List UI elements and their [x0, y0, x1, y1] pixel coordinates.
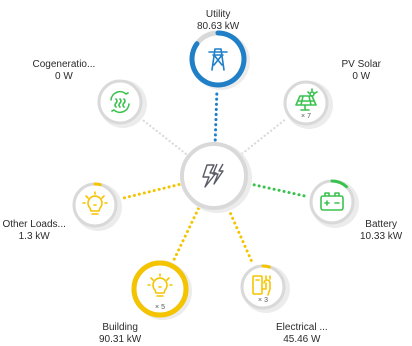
- battery-name: Battery: [365, 219, 397, 230]
- cogeneration-name: Cogeneratio...: [32, 59, 96, 70]
- other-loads-name: Other Loads...: [2, 219, 66, 230]
- electrical-count-badge: × 3: [258, 297, 268, 304]
- utility-name: Utility: [205, 9, 231, 20]
- pv-solar-value: 0 W: [352, 71, 371, 82]
- pv-solar-count-badge: × 7: [301, 113, 311, 120]
- cogeneration-node[interactable]: [97, 79, 147, 128]
- hub-node: [180, 142, 252, 213]
- other-loads-node[interactable]: [72, 182, 122, 231]
- battery-icon: [320, 192, 344, 211]
- solar-panel-icon: [295, 88, 318, 111]
- utility-node[interactable]: [189, 30, 250, 90]
- ev-charger-icon: [252, 275, 271, 296]
- battery-flow-line: [247, 182, 308, 198]
- cogeneration-value: 0 W: [55, 71, 73, 82]
- electrical-name: Electrical ...: [276, 322, 328, 333]
- building-name: Building: [102, 322, 138, 333]
- building-flow-line: [172, 206, 200, 262]
- bulb-icon: [82, 191, 108, 215]
- utility-tower-icon: [208, 48, 228, 71]
- building-count-badge: × 5: [155, 304, 165, 311]
- electrical-node[interactable]: × 3: [240, 264, 290, 313]
- pv-solar-name: PV Solar: [341, 59, 381, 70]
- building-value: 90.31 kW: [99, 334, 142, 345]
- electrical-label: Electrical ...45.46 W: [276, 322, 328, 346]
- cogeneration-icon: [110, 90, 130, 114]
- utility-value: 80.63 kW: [197, 21, 240, 32]
- building-node[interactable]: × 5: [131, 260, 192, 320]
- battery-value: 10.33 kW: [360, 231, 403, 242]
- bulb-icon: [147, 273, 173, 297]
- pv-solar-node[interactable]: × 7: [283, 80, 333, 129]
- utility-flow-line: [213, 89, 219, 142]
- other-loads-label: Other Loads...1.3 kW: [3, 219, 66, 243]
- cogeneration-label: Cogeneratio...0 W: [33, 59, 96, 83]
- battery-node[interactable]: [309, 179, 359, 228]
- electrical-flow-line: [227, 207, 254, 264]
- pv-solar-flow-line: [241, 118, 286, 155]
- lightning-hub-icon: [202, 163, 224, 188]
- electrical-value: 45.46 W: [283, 334, 321, 345]
- other-loads-value: 1.3 kW: [18, 231, 50, 242]
- other-loads-flow-line: [119, 183, 181, 201]
- cogeneration-flow-line: [140, 117, 187, 155]
